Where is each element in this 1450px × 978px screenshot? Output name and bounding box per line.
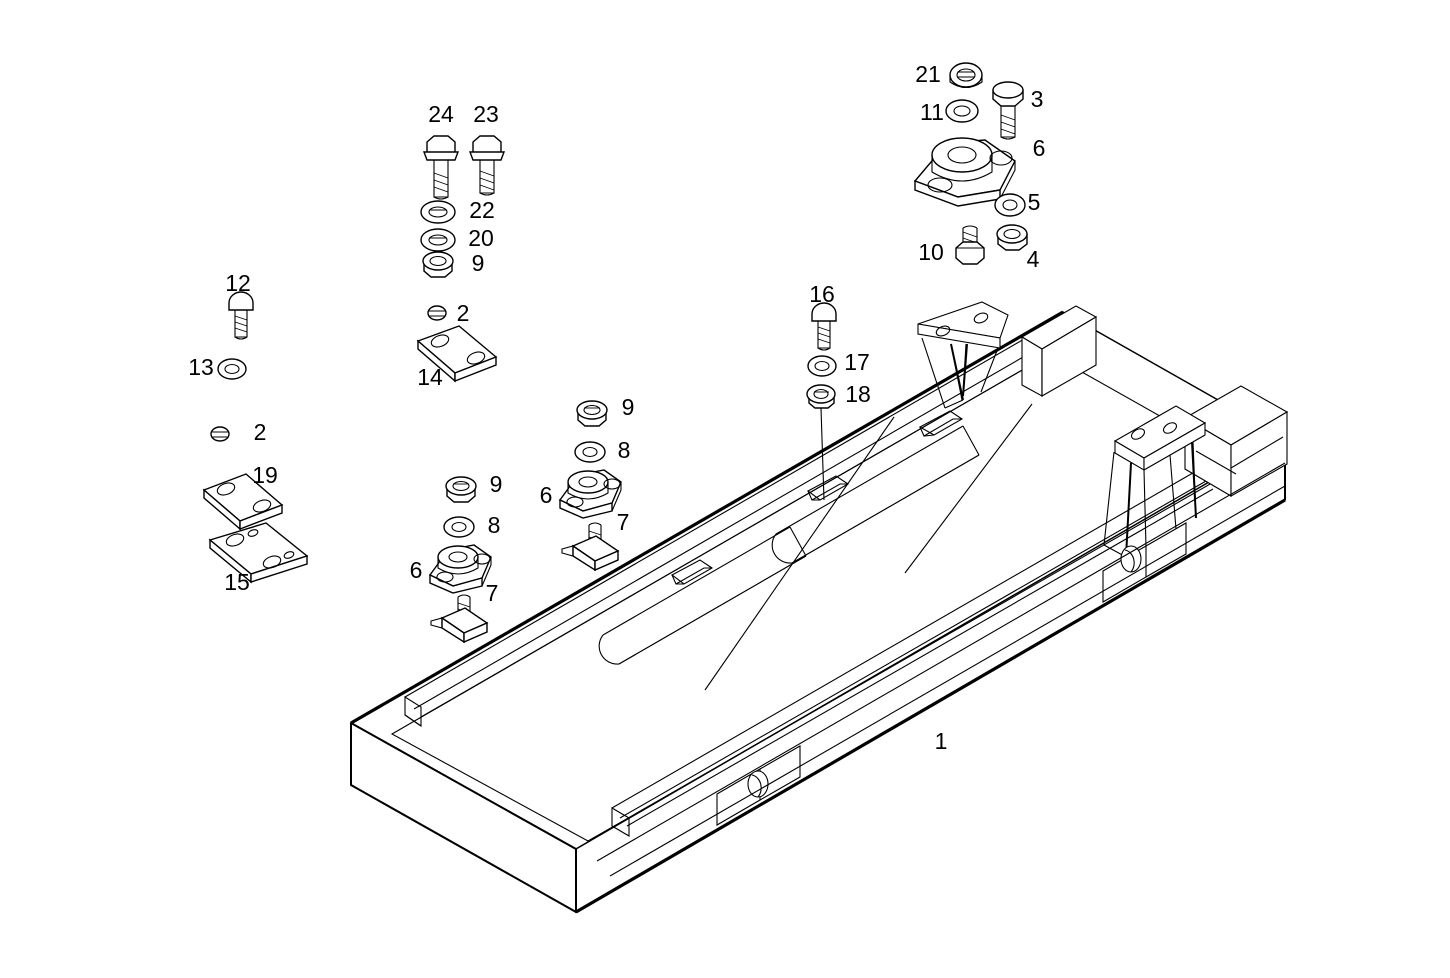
frame-rail-back-endcap-edge (404, 714, 422, 727)
part-19-shim-plate (202, 473, 284, 531)
part-8-flat-washer-upper (574, 441, 606, 463)
callout-9c: 9 (472, 250, 485, 276)
callout-8b: 8 (488, 512, 501, 538)
part-15-mounting-plate (208, 522, 309, 584)
callout-24: 24 (428, 101, 454, 127)
callout-12: 12 (225, 270, 251, 296)
frame-outline (350, 310, 1064, 725)
frame-bulkhead-right (1020, 305, 1098, 397)
frame-rail-back-inner (413, 333, 1064, 710)
frame-rail-front-inner (619, 480, 1207, 819)
frame-front-face-detail (716, 522, 1187, 826)
frame-rail-back-top (404, 319, 1058, 698)
frame-surface-tab-right (806, 475, 850, 501)
callout-13: 13 (188, 354, 214, 380)
part-3-hex-bolt (992, 81, 1024, 140)
callout-16: 16 (809, 281, 835, 307)
part-9-lock-nut-mount-lower (445, 476, 477, 503)
callout-17: 17 (844, 349, 870, 375)
frame-deck-seam-2 (791, 454, 980, 564)
part-8-flat-washer-lower (443, 516, 475, 538)
frame-outline-left (350, 723, 577, 913)
callout-9b: 9 (490, 471, 503, 497)
part-16-dome-head-bolt (811, 302, 837, 351)
callout-4: 4 (1027, 246, 1040, 272)
callout-2a: 2 (457, 300, 470, 326)
leader-line-18 (820, 407, 825, 501)
part-7-weld-nut-clip-upper (561, 522, 620, 572)
part-9-lock-nut-mount-upper (576, 400, 608, 427)
part-6-engine-mount-lower (428, 544, 492, 594)
part-17-flat-washer (807, 355, 837, 377)
frame-front-skirt-2 (609, 485, 1286, 877)
part-4-hex-nut (996, 224, 1028, 251)
frame-surface-tab-left (670, 559, 714, 585)
part-11-flat-washer (945, 99, 979, 123)
frame-rail-back-inner2 (420, 342, 1070, 718)
part-12-dome-head-bolt (228, 291, 254, 340)
part-18-lock-nut (806, 384, 836, 409)
part-23-flange-hex-bolt (468, 135, 506, 196)
callout-15: 15 (224, 569, 250, 595)
part-24-flange-hex-bolt (422, 135, 460, 200)
callout-19: 19 (252, 462, 278, 488)
frame-support-bracket-near (1103, 405, 1207, 558)
part-14-shim-plate (416, 325, 498, 383)
callout-9a: 9 (622, 394, 635, 420)
part-21-lock-nut (949, 62, 983, 89)
part-6-engine-mount-upper (913, 137, 1016, 207)
callout-5: 5 (1028, 189, 1041, 215)
callout-18: 18 (845, 381, 871, 407)
frame-surface-tab-mid (918, 410, 964, 437)
part-5-flat-washer (994, 193, 1026, 217)
main-frame-assembly (349, 301, 1289, 914)
callout-6c: 6 (410, 557, 423, 583)
frame-rail-front-top (611, 469, 1199, 809)
callout-2b: 2 (254, 419, 267, 445)
frame-rail-front-inner2 (626, 488, 1214, 827)
callout-6a: 6 (1033, 135, 1046, 161)
callout-8a: 8 (618, 437, 631, 463)
callout-6b: 6 (540, 482, 553, 508)
callout-7a: 7 (617, 509, 630, 535)
part-20-lock-washer (420, 228, 456, 252)
part-22-lock-washer (420, 200, 456, 224)
frame-panel-joint-2 (904, 403, 1033, 574)
frame-rail-front-endcap (611, 807, 630, 837)
callout-1: 1 (935, 728, 948, 754)
frame-outline-front (575, 498, 1286, 914)
callout-7b: 7 (486, 580, 499, 606)
callout-20: 20 (468, 225, 494, 251)
callout-11: 11 (920, 99, 944, 125)
callout-10: 10 (918, 239, 944, 265)
part-2-small-nut-upper (427, 305, 447, 321)
frame-front-skirt-1 (596, 462, 1286, 862)
part-7-weld-nut-clip-lower (430, 594, 489, 644)
callout-23: 23 (473, 101, 499, 127)
callout-14: 14 (417, 364, 443, 390)
callout-22: 22 (469, 197, 495, 223)
frame-outline-leftdiag (350, 722, 577, 912)
part-2-small-nut-lower (210, 426, 230, 442)
frame-support-bracket-far (917, 301, 1009, 409)
part-9-lock-nut-top (422, 251, 454, 278)
callout-3: 3 (1031, 86, 1044, 112)
part-6-engine-mount-mid (558, 469, 622, 519)
frame-deck-seam-1 (618, 555, 807, 665)
part-10-hex-bolt-inverted (955, 225, 985, 265)
part-13-flat-washer (217, 358, 247, 380)
callout-number-group: 1 2 2 3 4 5 6 6 6 7 7 8 8 9 9 9 10 11 12… (188, 61, 1045, 754)
callout-21: 21 (915, 61, 941, 87)
